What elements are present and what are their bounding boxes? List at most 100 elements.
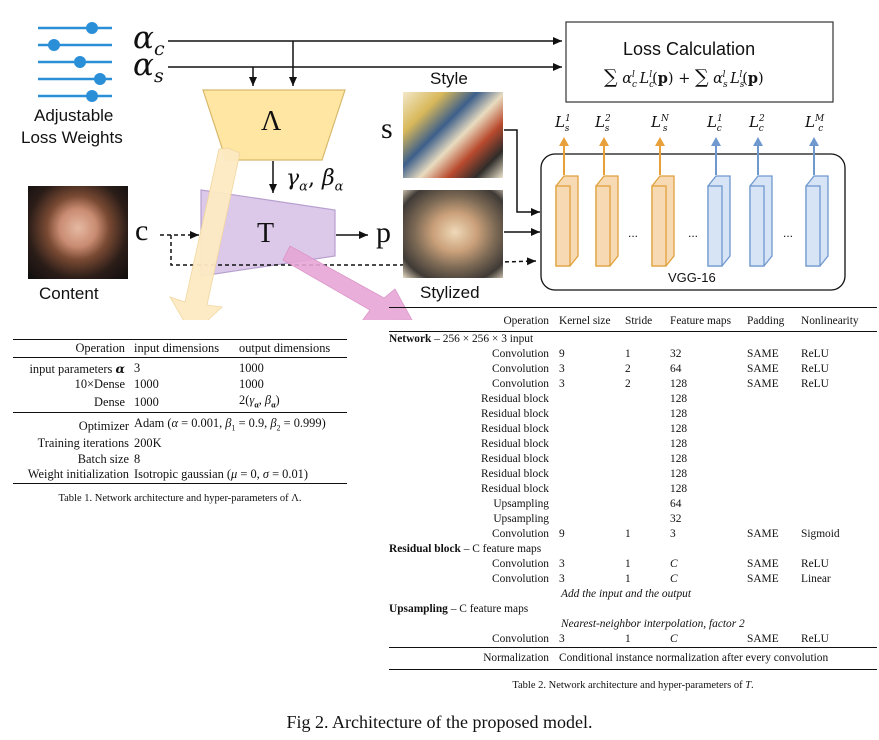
- table2-cell: SAME: [747, 558, 779, 570]
- loss-output-arrow: [559, 137, 569, 175]
- table1-row: input parameters α 3 1000: [13, 361, 347, 378]
- adjustable-label-line1: Adjustable: [34, 106, 114, 125]
- table2-cell: [747, 392, 801, 407]
- table2-cell: 9: [559, 528, 565, 540]
- table2-cell: 128: [670, 378, 688, 390]
- table2-cell: 32: [670, 513, 682, 525]
- table2-cell: Sigmoid: [801, 528, 840, 540]
- adjustable-label-line2: Loss Weights: [21, 128, 123, 147]
- table2-cell: Convolution: [492, 378, 549, 390]
- t-to-table2-arrow: [282, 245, 413, 320]
- table2-cell: 64: [670, 498, 682, 510]
- loss-output-label: L1c: [707, 113, 723, 134]
- table2-cell: 2: [625, 378, 631, 390]
- style-image: [403, 92, 503, 178]
- table2-note: Nearest-neighbor interpolation, factor 2: [561, 618, 745, 630]
- p-symbol: p: [376, 216, 391, 249]
- table1-row: Dense 1000 2(γα, βα): [13, 393, 347, 413]
- table2-cell: [801, 407, 877, 422]
- table1-cell: 1000: [239, 377, 264, 391]
- table2-cell: Conditional instance normalization after…: [559, 652, 829, 664]
- table2-cell: Residual block: [480, 483, 549, 495]
- loss-output-label: LNs: [651, 113, 669, 134]
- table1-header-output: output dimensions: [239, 341, 331, 355]
- table2-cell: Convolution: [492, 348, 549, 360]
- table2-cell: 3: [559, 363, 565, 375]
- table2-cell: Convolution: [492, 558, 549, 570]
- table2-cell: SAME: [747, 528, 779, 540]
- table2-note-row: Nearest-neighbor interpolation, factor 2: [389, 617, 877, 632]
- table2-cell: [801, 482, 877, 497]
- table2-cell: 128: [670, 408, 688, 420]
- table2-cell: C: [670, 558, 678, 570]
- table2-cell: [747, 512, 801, 527]
- table1-cell: Dense: [94, 394, 125, 409]
- vgg-content-layer: [707, 175, 731, 267]
- table2-cell: [625, 422, 670, 437]
- table2-cell: ReLU: [801, 378, 829, 390]
- loss-output-arrow: [655, 137, 665, 175]
- vgg-style-layer: [595, 175, 619, 267]
- table2-cell: [559, 452, 625, 467]
- table2-cell: [625, 392, 670, 407]
- table2-cell: [747, 452, 801, 467]
- table2-cell: Linear: [801, 573, 831, 585]
- table2-cell: [747, 437, 801, 452]
- table2-section-title: Residual block – C feature maps: [389, 543, 542, 555]
- table2-cell: 128: [670, 423, 688, 435]
- table2-cell: 128: [670, 393, 688, 405]
- table1-cell: 1000: [134, 394, 159, 409]
- table2-cell: Residual block: [480, 453, 549, 465]
- table2-cell: SAME: [747, 573, 779, 585]
- vgg-label: VGG-16: [668, 270, 716, 285]
- table2-cell: [559, 512, 625, 527]
- style-label: Style: [430, 69, 468, 88]
- table2-cell: Upsampling: [493, 498, 549, 510]
- table1-cell: Adam (α = 0.001, β1 = 0.9, β2 = 0.999): [134, 416, 326, 433]
- table2-cell: [625, 407, 670, 422]
- table2-cell: ReLU: [801, 633, 829, 645]
- content-image: [28, 186, 128, 279]
- table1-header: Operation input dimensions output dimens…: [13, 341, 347, 357]
- table2-cell: ReLU: [801, 363, 829, 375]
- table2-caption: Table 2. Network architecture and hyper-…: [512, 680, 754, 691]
- loss-output-arrow: [599, 137, 609, 175]
- table1-hyper-row: Optimizer Adam (α = 0.001, β1 = 0.9, β2 …: [13, 416, 347, 436]
- table2-cell: [801, 467, 877, 482]
- table2-cell: [559, 437, 625, 452]
- loss-output-arrow: [711, 137, 721, 175]
- table2: Operation Kernel size Stride Feature map…: [389, 307, 877, 691]
- table2-cell: 9: [559, 348, 565, 360]
- table2-cell: 3: [559, 378, 565, 390]
- table2-cell: Convolution: [492, 363, 549, 375]
- vgg-dots-3: ...: [783, 226, 794, 240]
- t-label: T: [257, 218, 275, 249]
- table2-cell: 128: [670, 453, 688, 465]
- table2-section-header: Network – 256 × 256 × 3 input: [389, 332, 877, 348]
- loss-output-label: L2c: [749, 113, 765, 134]
- table2-cell: 64: [670, 363, 682, 375]
- table2-header-kernel: Kernel size: [559, 314, 611, 327]
- stylized-label: Stylized: [420, 283, 480, 302]
- table2-cell: [801, 392, 877, 407]
- table2-cell: [559, 482, 625, 497]
- table2-section-header: Upsampling – C feature maps: [389, 602, 877, 617]
- table1-cell: 2(γα, βα): [239, 392, 280, 409]
- table1-cell: 1000: [239, 361, 264, 375]
- table1-cell: 1000: [134, 377, 159, 391]
- table2-cell: [625, 482, 670, 497]
- loss-output-arrow: [809, 137, 819, 175]
- table1-hyper-row: Batch size 8: [13, 452, 347, 468]
- loss-output-label: L2s: [595, 113, 611, 134]
- table1-header-operation: Operation: [75, 341, 125, 355]
- table2-cell: [747, 407, 801, 422]
- table2-cell: ReLU: [801, 348, 829, 360]
- gamma-beta-label: γα, βα: [286, 166, 344, 195]
- loss-output-label: LMc: [805, 113, 825, 134]
